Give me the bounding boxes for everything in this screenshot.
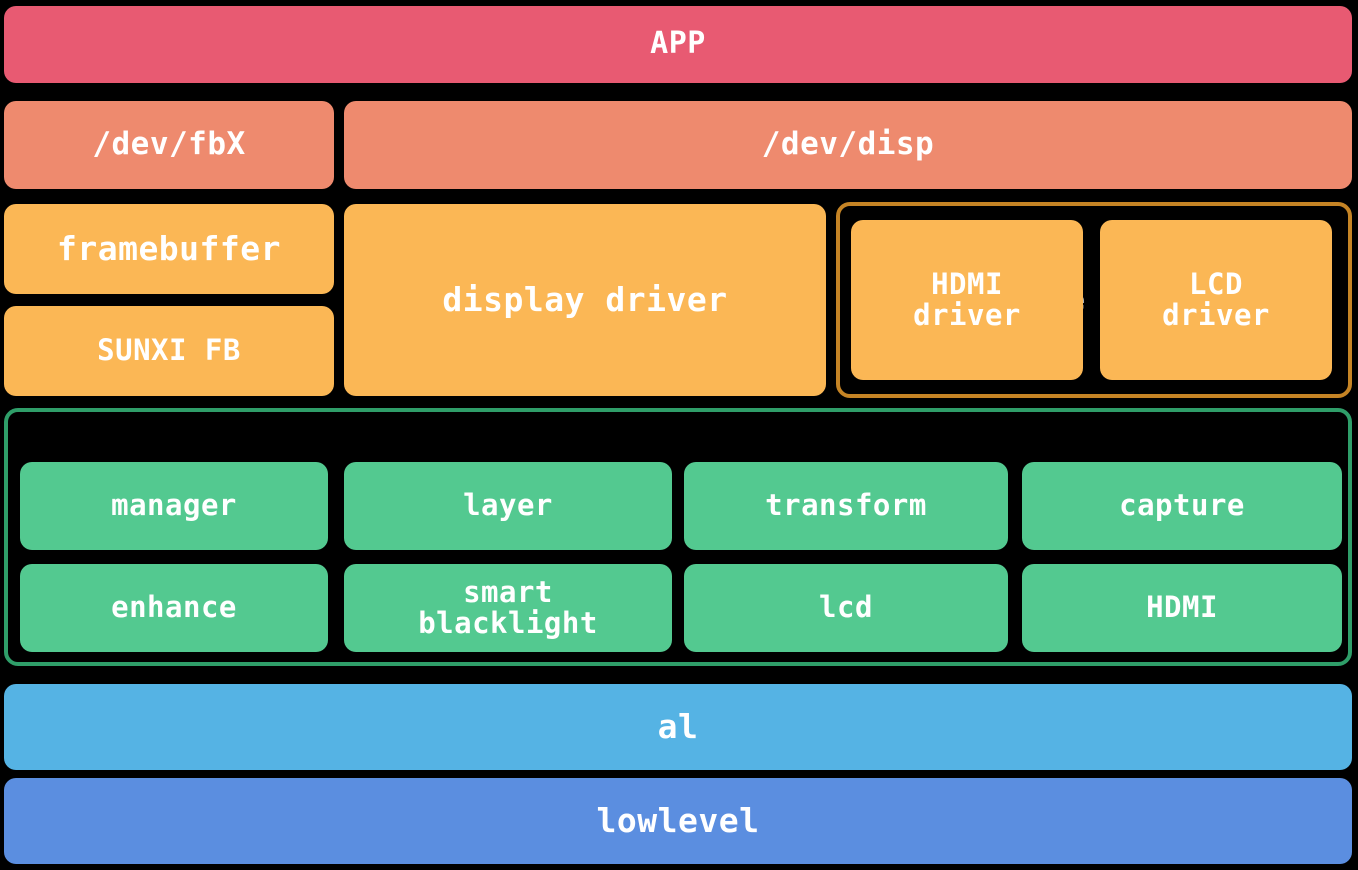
- block-layer[interactable]: layer: [344, 462, 672, 550]
- block-display-driver[interactable]: display driver: [344, 204, 826, 396]
- block-sunxi-fb[interactable]: SUNXI FB: [4, 306, 334, 396]
- block-hdmi-driver[interactable]: HDMI driver: [851, 220, 1083, 380]
- block-smart-blacklight[interactable]: smart blacklight: [344, 564, 672, 652]
- block-framebuffer[interactable]: framebuffer: [4, 204, 334, 294]
- block-capture[interactable]: capture: [1022, 462, 1342, 550]
- block-dev-fbx[interactable]: /dev/fbX: [4, 101, 334, 189]
- block-transform[interactable]: transform: [684, 462, 1008, 550]
- block-dev-disp[interactable]: /dev/disp: [344, 101, 1352, 189]
- block-al[interactable]: al: [4, 684, 1352, 770]
- block-manager[interactable]: manager: [20, 462, 328, 550]
- block-enhance[interactable]: enhance: [20, 564, 328, 652]
- block-lcd-driver[interactable]: LCD driver: [1100, 220, 1332, 380]
- block-lowlevel[interactable]: lowlevel: [4, 778, 1352, 864]
- block-app[interactable]: APP: [4, 6, 1352, 83]
- block-hdmi[interactable]: HDMI: [1022, 564, 1342, 652]
- block-lcd[interactable]: lcd: [684, 564, 1008, 652]
